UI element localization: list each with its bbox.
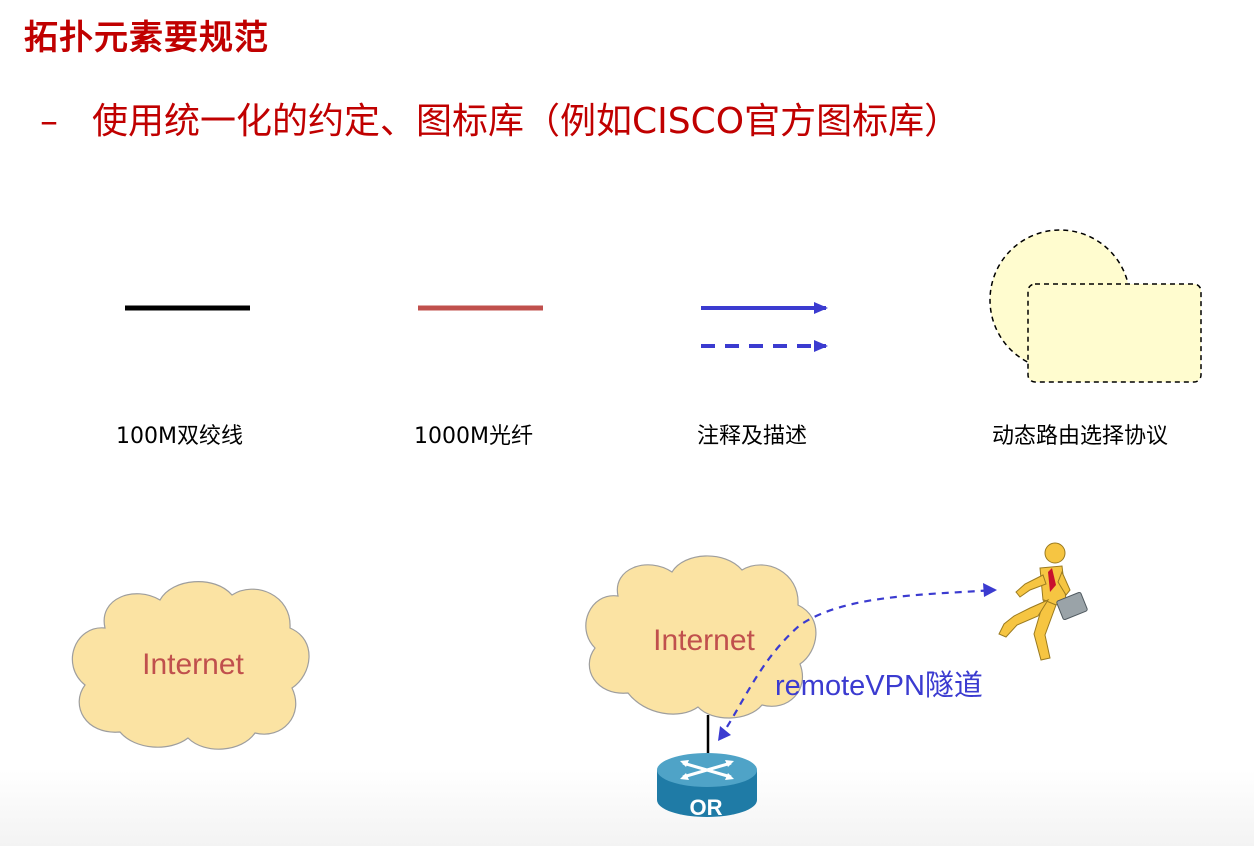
remote-user-icon (999, 543, 1088, 660)
vpn-arrowhead-end (983, 583, 997, 597)
routing-area-icon (990, 230, 1201, 382)
legend-label-annotation: 注释及描述 (697, 418, 807, 450)
vpn-arrowhead-start (718, 726, 731, 741)
legend-label-routing-protocol: 动态路由选择协议 (992, 418, 1168, 450)
cloud-left-label: Internet (142, 648, 244, 681)
vpn-label: remoteVPN隧道 (775, 669, 983, 702)
legend-label-fiber: 1000M光纤 (414, 418, 533, 450)
legend-label-twisted-pair: 100M双绞线 (116, 418, 243, 450)
router-label: OR (690, 795, 723, 820)
internet-cloud-left: Internet (72, 582, 309, 750)
cloud-right-label: Internet (653, 624, 755, 657)
router-icon: OR (657, 753, 757, 820)
